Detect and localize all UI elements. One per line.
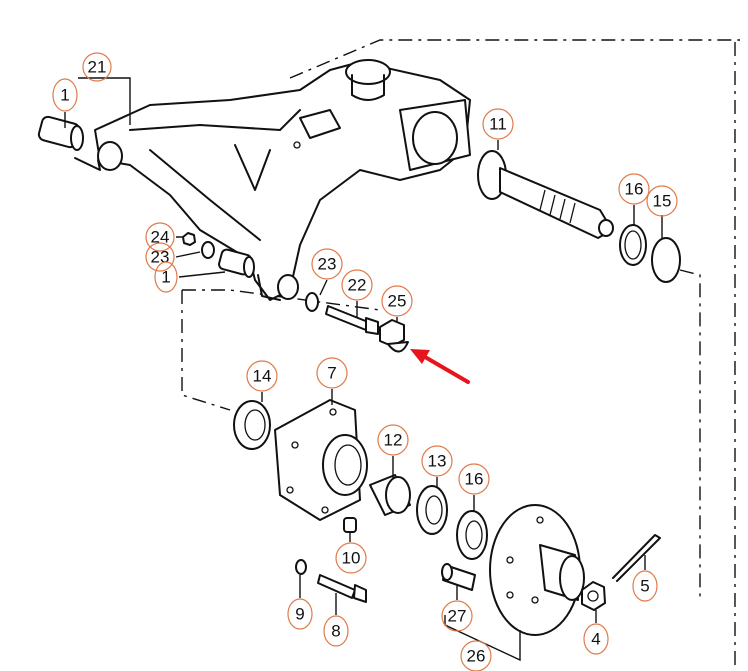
- cotter-pin-5: [612, 534, 661, 582]
- callout-23-right: 23: [311, 248, 343, 280]
- washer-9: [295, 559, 307, 575]
- callout-26: 26: [460, 640, 492, 671]
- callout-13: 13: [421, 445, 453, 477]
- bearing-14: [233, 400, 271, 450]
- callout-1-top: 1: [52, 78, 78, 112]
- callout-4: 4: [583, 623, 609, 655]
- callout-5: 5: [632, 570, 658, 602]
- callout-14: 14: [246, 360, 278, 392]
- svg-text:1: 1: [161, 268, 170, 287]
- callout-25: 25: [381, 285, 413, 317]
- svg-text:16: 16: [465, 470, 484, 489]
- bushing-1-top: [37, 115, 84, 151]
- castle-nut-4: [581, 581, 606, 611]
- bolt-8: [317, 574, 367, 603]
- svg-text:27: 27: [448, 607, 467, 626]
- wheel-stud-27: [441, 563, 476, 591]
- callout-24: 24: [145, 222, 175, 252]
- svg-text:9: 9: [295, 605, 304, 624]
- svg-text:14: 14: [253, 367, 272, 386]
- seal-16-lower: [456, 510, 488, 560]
- callout-8: 8: [323, 615, 349, 647]
- callout-16-lower: 16: [458, 463, 490, 495]
- svg-text:25: 25: [388, 292, 407, 311]
- svg-text:5: 5: [640, 577, 649, 596]
- highlight-arrow: [410, 349, 470, 384]
- callout-1-lower: 1: [154, 261, 178, 293]
- wheel-hub-26: [489, 504, 585, 636]
- bearing-13: [416, 485, 448, 535]
- callout-15: 15: [646, 185, 678, 217]
- sleeve-12: [369, 474, 411, 516]
- assembly-guide-lines: [181, 39, 740, 665]
- svg-text:23: 23: [318, 255, 337, 274]
- cap-nut-25: [379, 319, 409, 353]
- svg-text:7: 7: [327, 364, 336, 383]
- svg-text:1: 1: [60, 86, 69, 105]
- axle-beam: [74, 59, 471, 301]
- callout-16-top: 16: [618, 173, 650, 205]
- nut-24: [182, 232, 196, 246]
- svg-text:16: 16: [625, 180, 644, 199]
- ring-16-top: [619, 224, 647, 266]
- svg-text:15: 15: [653, 192, 672, 211]
- svg-text:10: 10: [342, 549, 361, 568]
- svg-text:24: 24: [151, 228, 170, 247]
- svg-text:11: 11: [489, 115, 507, 134]
- stub-axle-11: [477, 150, 614, 239]
- svg-text:21: 21: [88, 58, 107, 77]
- callout-27: 27: [441, 600, 473, 632]
- callout-11: 11: [482, 108, 514, 140]
- callout-12: 12: [377, 424, 409, 456]
- callout-10: 10: [335, 542, 367, 574]
- svg-text:26: 26: [467, 647, 486, 666]
- pin-10: [343, 517, 357, 533]
- callout-22: 22: [341, 269, 373, 301]
- callout-21: 21: [82, 52, 112, 82]
- callout-7: 7: [316, 357, 348, 389]
- svg-text:8: 8: [331, 622, 340, 641]
- circlip-15: [651, 237, 681, 283]
- svg-text:13: 13: [428, 452, 447, 471]
- svg-text:4: 4: [591, 630, 600, 649]
- washer-23-right: [305, 292, 319, 312]
- washer-23-left: [201, 241, 215, 259]
- callout-9: 9: [287, 598, 313, 630]
- bolt-22: [325, 305, 379, 335]
- bushing-1-lower: [218, 248, 255, 278]
- svg-text:22: 22: [348, 276, 367, 295]
- hub-carrier-7: [274, 399, 368, 521]
- svg-text:12: 12: [384, 431, 403, 450]
